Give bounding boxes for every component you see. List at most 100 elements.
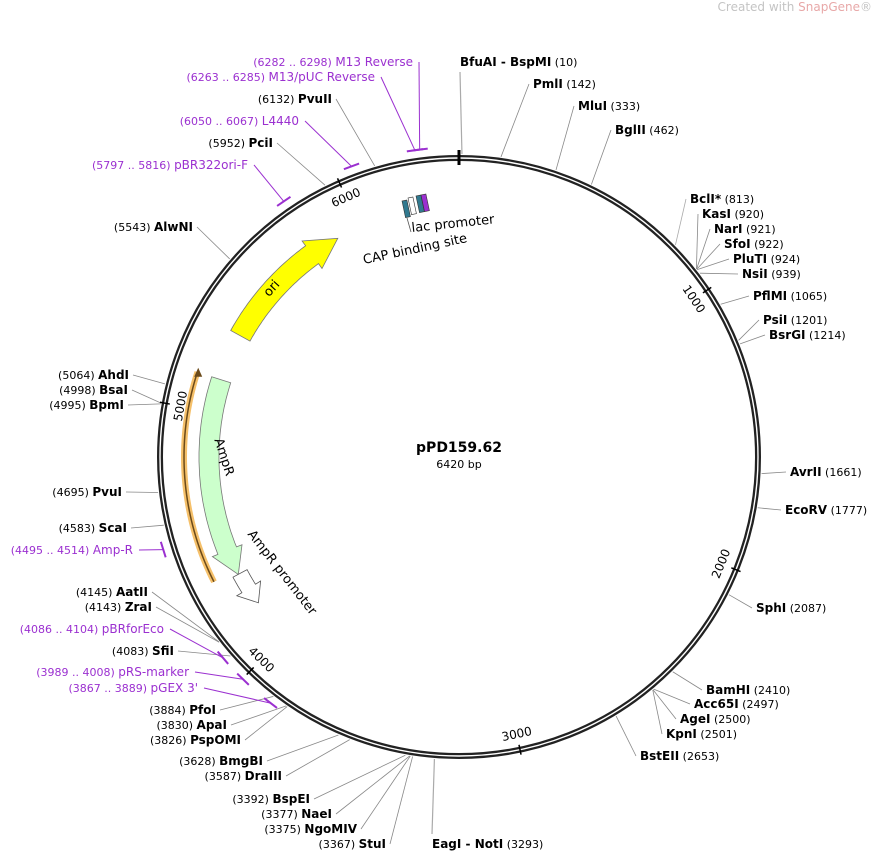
enzyme-position: (462): [646, 124, 679, 137]
enzyme-leader: [230, 705, 287, 726]
primer-label: (5797 .. 5816) pBR322ori-F: [92, 158, 248, 172]
primer-label: (3989 .. 4008) pRS-marker: [36, 665, 189, 679]
enzyme-label: EcoRV (1777): [785, 503, 867, 517]
enzyme-leader: [459, 71, 463, 155]
enzyme-name: PciI: [249, 136, 274, 150]
ampr-promoter-feature: [232, 569, 262, 604]
enzyme-leader: [761, 471, 787, 474]
primer-leader: [304, 120, 352, 167]
primer-leader: [194, 671, 244, 680]
enzyme-position: (1777): [827, 504, 867, 517]
enzyme-label: (5064) AhdI: [58, 368, 129, 382]
enzyme-label: MluI (333): [578, 99, 640, 113]
ampr-feature: [198, 376, 243, 576]
enzyme-label: KpnI (2501): [666, 727, 737, 741]
ampr-promoter-label: AmpR promoter: [244, 528, 320, 619]
enzyme-name: PspOMI: [190, 733, 241, 747]
primer-mark: [406, 148, 424, 153]
enzyme-position: (3830): [156, 719, 196, 732]
enzyme-leader: [500, 83, 530, 158]
tick-mark: [159, 401, 170, 405]
enzyme-position: (3293): [503, 838, 543, 851]
enzyme-label: (3587) DraIII: [205, 769, 282, 783]
enzyme-label: SphI (2087): [756, 601, 826, 615]
watermark-prefix: Created with: [717, 0, 799, 14]
enzyme-name: NarI: [714, 222, 743, 236]
enzyme-name: AvrII: [790, 465, 822, 479]
enzyme-position: (1661): [822, 466, 862, 479]
enzyme-leader: [652, 689, 663, 735]
primer-name: Amp-R: [93, 543, 133, 557]
primer-label: (6282 .. 6298) M13 Reverse: [253, 55, 413, 69]
enzyme-leader: [127, 403, 161, 406]
enzyme-name: KasI: [702, 207, 731, 221]
enzyme-name-2: BspMI: [510, 55, 551, 69]
primer-leader: [380, 76, 416, 151]
enzyme-leader: [699, 272, 739, 275]
tick-mark: [518, 744, 522, 755]
enzyme-position: (3587): [205, 770, 245, 783]
enzyme-label: (3375) NgoMIV: [264, 822, 357, 836]
enzyme-position: (333): [607, 100, 640, 113]
primer-range: (4086 .. 4104): [20, 623, 102, 636]
primer-mark: [263, 697, 278, 709]
enzyme-name: PluTI: [733, 252, 767, 266]
enzyme-leader: [335, 98, 376, 167]
enzyme-position: (813): [721, 193, 754, 206]
enzyme-leader: [276, 142, 326, 186]
enzyme-position: (3826): [150, 734, 190, 747]
enzyme-leader: [131, 389, 162, 404]
primer-label: (3867 .. 3889) pGEX 3': [68, 681, 198, 695]
enzyme-separator: -: [461, 837, 474, 851]
enzyme-position: (924): [767, 253, 800, 266]
primer-name: pRS-marker: [118, 665, 189, 679]
plasmid-length: 6420 bp: [436, 458, 481, 471]
enzyme-leader: [697, 258, 730, 271]
primer-range: (3867 .. 3889): [68, 682, 150, 695]
lac-operator-block: [420, 193, 430, 212]
tick-label-6000: 6000: [329, 185, 363, 210]
primer-label: (6263 .. 6285) M13/pUC Reverse: [186, 70, 375, 84]
enzyme-name: MluI: [578, 99, 607, 113]
primer-name: M13 Reverse: [335, 55, 413, 69]
primer-range: (6282 .. 6298): [253, 56, 335, 69]
primer-leader: [253, 164, 285, 202]
enzyme-leader: [335, 755, 410, 815]
enzyme-leader: [244, 706, 288, 741]
enzyme-label: (3830) ApaI: [156, 718, 227, 732]
enzyme-name: StuI: [359, 837, 386, 851]
enzyme-leader: [125, 491, 159, 493]
lac-leader: [406, 217, 412, 233]
enzyme-label: Acc65I (2497): [694, 697, 779, 711]
enzyme-leader: [675, 198, 687, 246]
enzyme-name: AgeI: [680, 712, 710, 726]
enzyme-label: NsiI (939): [742, 267, 801, 281]
enzyme-label: (4995) BpmI: [49, 398, 124, 412]
enzyme-label: BfuAI - BspMI (10): [460, 55, 577, 69]
enzyme-separator: -: [497, 55, 510, 69]
enzyme-leader: [132, 374, 166, 385]
enzyme-position: (3377): [261, 808, 301, 821]
enzyme-position: (4143): [85, 601, 125, 614]
enzyme-name: NgoMIV: [304, 822, 357, 836]
enzyme-name: PfoI: [189, 703, 216, 717]
enzyme-name: BsaI: [99, 383, 128, 397]
enzyme-position: (920): [731, 208, 764, 221]
enzyme-position: (3367): [319, 838, 359, 851]
enzyme-label: (4145) AatII: [76, 585, 148, 599]
primer-mark: [216, 650, 229, 665]
enzyme-label: BsrGI (1214): [769, 328, 846, 342]
enzyme-position: (4083): [112, 645, 152, 658]
enzyme-name: PvuII: [298, 92, 332, 106]
primer-name: pBR322ori-F: [174, 158, 248, 172]
enzyme-name: PmlI: [533, 77, 563, 91]
enzyme-leader: [591, 129, 612, 185]
enzyme-position: (5064): [58, 369, 98, 382]
enzyme-leader: [672, 671, 703, 691]
enzyme-name: SphI: [756, 601, 786, 615]
enzyme-label: PflMI (1065): [753, 289, 827, 303]
enzyme-label: PsiI (1201): [763, 313, 827, 327]
enzyme-position: (2497): [739, 698, 779, 711]
primer-mark: [236, 672, 250, 686]
